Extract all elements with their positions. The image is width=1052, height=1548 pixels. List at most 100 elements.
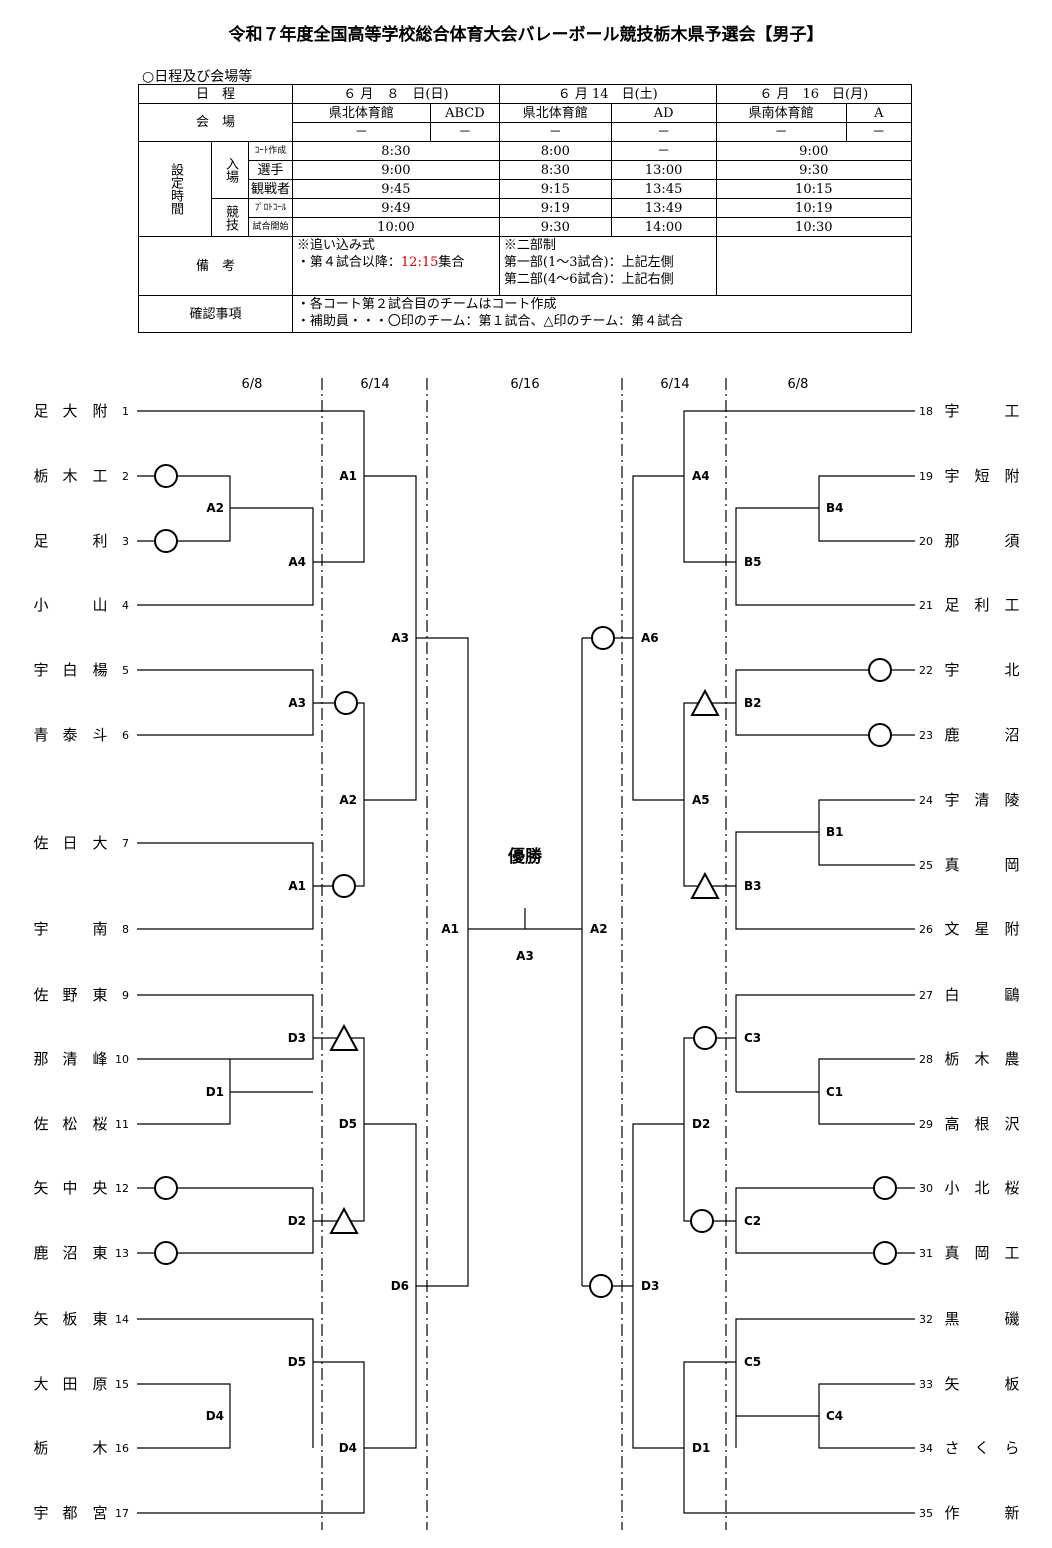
time-players-day1: 9:00 [291,160,500,180]
team-number: 24 [919,794,933,807]
svg-text:佐: 佐 [33,986,48,1004]
champion-label: 優勝 [507,846,543,867]
match-label: D5 [288,1355,306,1369]
time-start-day2a: 9:30 [498,217,612,237]
match-label: A3 [391,631,409,645]
svg-text:工: 工 [1004,596,1019,614]
team-number: 30 [919,1182,933,1195]
svg-text:北: 北 [974,1179,989,1197]
svg-text:足: 足 [33,402,48,420]
team-name: 大田原 [33,1375,107,1393]
team-name: 作新 [944,1504,1019,1522]
team-name: 宇工 [944,402,1019,420]
team-name: 佐野東 [33,986,107,1004]
team-name: 足大附 [33,402,107,420]
svg-text:宮: 宮 [92,1504,107,1522]
svg-text:板: 板 [1004,1375,1019,1393]
team-number: 15 [115,1378,129,1391]
team-name: 真岡 [944,856,1019,874]
svg-text:北: 北 [1004,661,1019,679]
svg-text:木: 木 [62,467,77,485]
match-label: A4 [692,469,710,483]
confirm-line1: ・各コート第２試合目のチームはコート作成 [296,297,557,312]
venue-dash: － [715,122,847,142]
helper-circle-icon [334,691,358,715]
svg-text:須: 須 [1004,532,1019,550]
team-name: 宇短附 [944,467,1019,485]
svg-text:沼: 沼 [62,1244,77,1262]
svg-text:那: 那 [33,1050,48,1068]
team-name: 小北桜 [944,1179,1019,1197]
svg-text:那: 那 [944,532,959,550]
kyogi-label: 競技 [211,198,249,237]
team-number: 18 [919,405,933,418]
match-label: C1 [826,1085,843,1099]
team-name: 矢板東 [33,1310,107,1328]
team-name: 宇清陵 [944,791,1019,809]
match-label: C4 [826,1409,843,1423]
helper-circle-icon [154,464,178,488]
svg-text:岡: 岡 [974,1244,989,1262]
match-label: A1 [339,469,357,483]
svg-text:工: 工 [1004,1244,1019,1262]
svg-text:矢: 矢 [944,1375,959,1393]
team-number: 19 [919,470,933,483]
team-number: 33 [919,1378,933,1391]
team-number: 6 [122,729,129,742]
confirm-line2: ・補助員・・・〇印のチーム：第１試合、△印のチーム：第４試合 [296,314,684,329]
svg-text:大: 大 [33,1375,48,1393]
team-number: 22 [919,664,933,677]
svg-text:黒: 黒 [944,1310,959,1328]
team-name: 栃木工 [33,467,107,485]
svg-text:沢: 沢 [1004,1115,1019,1133]
svg-text:泰: 泰 [62,726,77,744]
time-protocol-day2b: 13:49 [610,198,717,218]
team-number: 29 [919,1118,933,1131]
team-name: 小山 [33,596,107,614]
team-number: 8 [122,923,129,936]
notes-day2-line1: ※二部制 [503,238,556,253]
team-number: 9 [122,989,129,1002]
match-label: D6 [391,1279,409,1293]
team-name: 矢中央 [33,1179,107,1197]
svg-text:利: 利 [92,532,107,550]
svg-text:栃: 栃 [33,467,48,485]
team-number: 7 [122,837,129,850]
team-name: 鹿沼東 [33,1244,107,1262]
team-number: 23 [919,729,933,742]
svg-text:木: 木 [92,1439,107,1457]
svg-text:宇: 宇 [944,791,959,809]
round-date: 6/14 [660,377,689,392]
match-label: C3 [744,1031,761,1045]
svg-text:附: 附 [1004,467,1019,485]
page-title: 令和７年度全国高等学校総合体育大会バレーボール競技栃木県予選会【男子】 [228,25,824,45]
svg-text:根: 根 [974,1115,989,1133]
helper-circle-icon [873,1241,897,1265]
svg-text:清: 清 [62,1050,77,1068]
team-name: 佐松桜 [33,1115,107,1133]
svg-text:利: 利 [974,596,989,614]
team-number: 12 [115,1182,129,1195]
notes-day1-line1: ※追い込み式 [296,238,375,253]
svg-text:日: 日 [62,834,77,852]
team-name: 那須 [944,532,1019,550]
helper-triangle-icon [329,1023,359,1051]
match-label: D3 [641,1279,659,1293]
svg-text:宇: 宇 [944,661,959,679]
svg-text:工: 工 [1004,402,1019,420]
svg-text:真: 真 [944,1244,959,1262]
svg-text:松: 松 [62,1115,77,1133]
notes-day1-time: 12:15 [400,255,439,270]
helper-circle-icon [868,658,892,682]
team-name: 黒磯 [944,1310,1019,1328]
helper-circle-icon [332,874,356,898]
svg-text:高: 高 [944,1115,959,1133]
match-label: B2 [744,696,762,710]
team-name: さくら [944,1439,1019,1457]
svg-text:宇: 宇 [33,920,48,938]
team-number: 2 [122,470,129,483]
time-spectators-day3: 10:15 [715,179,913,199]
confirm-label: 確認事項 [138,295,293,333]
team-name: 文星附 [944,920,1019,938]
